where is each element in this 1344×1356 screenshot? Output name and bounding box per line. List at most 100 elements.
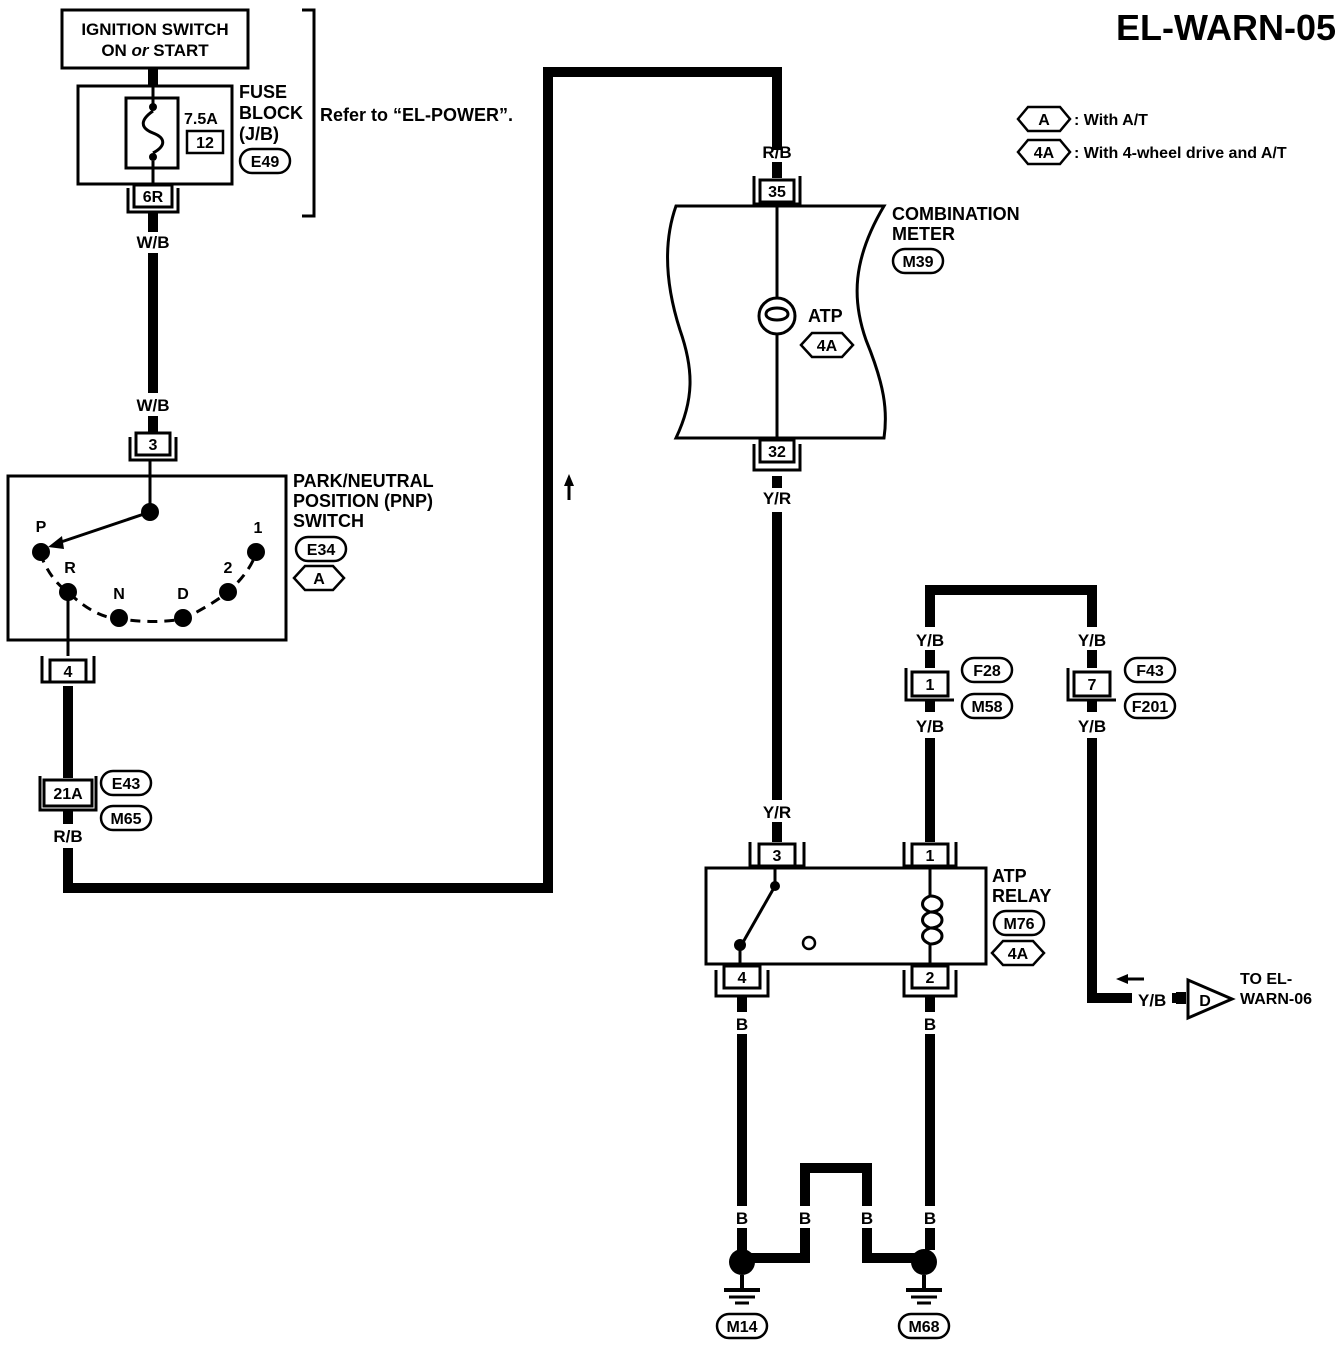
wire-label-yb-2: Y/B: [1078, 631, 1106, 650]
wire-yb-right-c: [1087, 738, 1132, 1003]
ignition-switch-box: [60, 8, 250, 70]
pnp-contact-2: [219, 583, 237, 601]
ground-right-conn: M68: [908, 1319, 939, 1336]
splice-right-conn1-pill: [1123, 656, 1177, 684]
relay-terminal-2-box: [910, 964, 950, 990]
ground-left-conn: M14: [726, 1319, 757, 1336]
pnp-contact-p: [32, 543, 50, 561]
pnp-switch-arm: [57, 510, 151, 545]
pnp-tag-hex: [292, 564, 346, 592]
pnp-label-2: POSITION (PNP): [293, 491, 433, 511]
pnp-pos-r: R: [64, 560, 76, 577]
meter-terminal-out-box: [758, 438, 796, 464]
wire-ground-jumper-a: [742, 1228, 810, 1263]
splice-left-conn2-pill: [960, 692, 1014, 720]
pnp-terminal-out: 4: [64, 664, 73, 681]
pnp-switch-box: [6, 474, 288, 642]
atp-relay: Y/R 3 1 ATP RELAY M76 4A 4 2 B B: [704, 803, 1051, 1034]
refer-bracket: Refer to “EL-POWER”.: [302, 8, 513, 218]
splice-right-conn1: F43: [1136, 663, 1164, 680]
fuse-amp: 7.5A: [184, 111, 218, 128]
meter-terminal-in-box: [758, 178, 796, 204]
meter-conn-pill: [891, 247, 945, 275]
to-warn-label-1: TO EL-: [1240, 971, 1292, 988]
meter-label-2: METER: [892, 224, 955, 244]
up-arrow-head-icon: [564, 474, 574, 486]
ground-left-pill: [715, 1312, 769, 1340]
wire-label-b-6: B: [924, 1209, 936, 1228]
fuse-label-3: (J/B): [239, 124, 279, 144]
splice-left-terminal: 1: [926, 677, 935, 694]
wire-label-yr-1: Y/R: [763, 489, 791, 508]
pnp-terminal-in: 3: [149, 437, 158, 454]
relay-conn: M76: [1003, 916, 1034, 933]
fuse-label-1: FUSE: [239, 82, 287, 102]
to-warn-label-2: WARN-06: [1240, 991, 1312, 1008]
wire-label-yb-3: Y/B: [916, 717, 944, 736]
joint-connector: 21A E43 M65 R/B: [38, 769, 153, 846]
legend-tag-a-text: A: [1038, 112, 1050, 129]
pnp-contact-n: [110, 609, 128, 627]
pnp-pos-p: P: [36, 519, 47, 536]
splice-left-conn1-pill: [960, 656, 1014, 684]
pnp-switch: W/B 3 P R N D 2 1 PARK/NEUTRAL POSITION …: [6, 396, 434, 684]
wire-label-b-3: B: [736, 1209, 748, 1228]
pnp-terminal-out-box: [48, 658, 88, 684]
relay-coil-icon: [929, 894, 944, 946]
legend: A : With A/T 4A : With 4-wheel drive and…: [1016, 105, 1287, 166]
wire-label-yr-2: Y/R: [763, 803, 791, 822]
pnp-terminal-in-box: [134, 431, 172, 457]
pnp-conn-pill: [294, 535, 348, 563]
fuse-conn: E49: [251, 154, 280, 171]
wire-rb: [63, 67, 782, 893]
refer-text: Refer to “EL-POWER”.: [320, 105, 513, 125]
meter-tag: 4A: [817, 338, 838, 355]
pnp-contact-1: [247, 543, 265, 561]
wire-label-yb-4: Y/B: [1078, 717, 1106, 736]
pnp-pos-1: 1: [254, 520, 263, 537]
relay-label-1: ATP: [992, 866, 1027, 886]
ground-right-pill: [897, 1312, 951, 1340]
wire-label-wb-1: W/B: [136, 233, 169, 252]
ignition-label-1: IGNITION SWITCH: [81, 20, 228, 39]
legend-tag-4a-text: 4A: [1034, 145, 1055, 162]
pnp-arm-arrow-icon: [48, 536, 64, 549]
joint-terminal: 21A: [53, 786, 83, 803]
wire-label-rb-1: R/B: [53, 827, 82, 846]
fuse-block: 7.5A 12 FUSE BLOCK (J/B) E49 6R W/B: [76, 82, 303, 252]
connector-arrow-icon: [1186, 977, 1236, 1021]
ground-point-right: [911, 1249, 937, 1275]
wire-label-rb-2: R/B: [762, 143, 791, 162]
meter-tag-hex: [799, 331, 855, 359]
splice-right-conn2-pill: [1123, 692, 1177, 720]
pnp-label-3: SWITCH: [293, 511, 364, 531]
relay-terminal-4: 4: [738, 970, 747, 987]
legend-text-a: : With A/T: [1074, 112, 1148, 129]
combination-meter: R/B 35 ATP 4A COMBINATION METER M39 32 Y…: [666, 143, 1020, 508]
splice-left-conn2: M58: [971, 699, 1002, 716]
to-el-warn-06: Y/B D TO EL- WARN-06: [1138, 971, 1312, 1021]
relay-terminal-3-box: [757, 842, 797, 868]
wire-ground-jumper-b: [800, 1163, 872, 1206]
legend-tag-4a: [1016, 138, 1072, 166]
pnp-conn: E34: [307, 542, 336, 559]
wire-label-yb-5: Y/B: [1138, 991, 1166, 1010]
fuse-icon: [141, 109, 165, 155]
joint-terminal-box: [42, 778, 94, 808]
wire-label-yb-1: Y/B: [916, 631, 944, 650]
relay-terminal-4-box: [722, 964, 762, 990]
relay-terminal-1: 1: [926, 848, 935, 865]
grounds: B B B B M14 M68: [715, 1209, 951, 1340]
wire-label-b-5: B: [861, 1209, 873, 1228]
pnp-label-1: PARK/NEUTRAL: [293, 471, 434, 491]
pnp-contact-d: [174, 609, 192, 627]
atp-lamp-icon: [757, 296, 797, 336]
pnp-tag: A: [313, 571, 325, 588]
to-warn-tag: D: [1199, 993, 1211, 1010]
splice-left-terminal-box: [910, 670, 950, 698]
relay-open-contact: [801, 935, 817, 951]
legend-text-4a: : With 4-wheel drive and A/T: [1074, 145, 1287, 162]
fuse-terminal-box: [132, 183, 174, 209]
wire-label-wb-2: W/B: [136, 396, 169, 415]
relay-label-2: RELAY: [992, 886, 1051, 906]
